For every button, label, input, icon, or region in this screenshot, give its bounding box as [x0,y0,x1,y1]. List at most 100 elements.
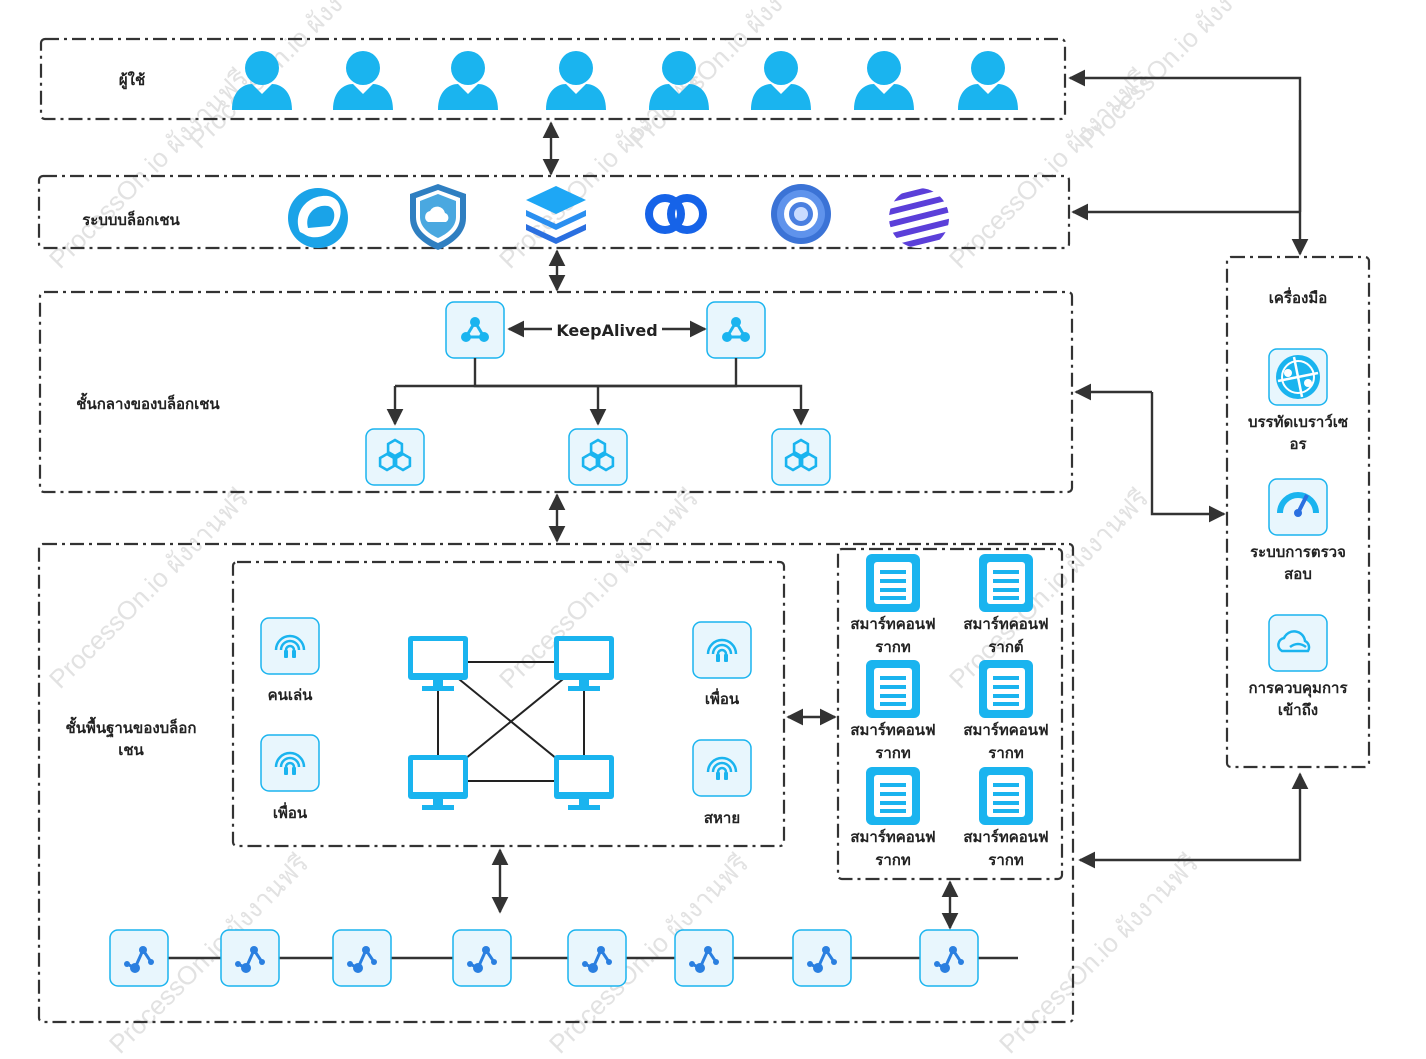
user-icon [232,51,292,110]
contract-label: รากท [875,851,911,869]
document-icon [979,554,1033,612]
contract-label: รากท [988,744,1024,762]
document-icon [979,660,1033,718]
tools-title: เครื่องมือ [1269,287,1327,307]
smart-contract-frame [836,547,1064,881]
chain-node-icon [919,929,979,987]
tree-branch-right [395,384,810,426]
tool-label: สอบ [1284,565,1312,583]
blockchain-node-chain [109,929,1018,987]
document-icon [866,767,920,825]
contract-label: รากท [875,638,911,656]
document-icon [866,660,920,718]
striped-globe-icon [889,188,949,248]
lb-tree-line [473,358,738,388]
load-balancer-nodes [445,301,766,359]
user-icon [333,51,393,110]
user-icon [958,51,1018,110]
watermark-text: ProcessOn.io ผังงานฟรี [43,483,254,694]
user-icon [751,51,811,110]
blockchain-layer-frame [37,174,1071,250]
contract-label: สมาร์ทคอนฟ [850,615,935,633]
users-row [232,51,1018,110]
player-label: เพื่อน [705,688,740,708]
document-icon [979,767,1033,825]
user-icon [438,51,498,110]
shield-cloud-icon [410,184,466,250]
tools-to-contracts-arrow [1078,772,1309,869]
keepalived-label: KeepAlived [556,321,657,340]
contract-label: สมาร์ทคอนฟ [963,828,1048,846]
computer-icon [408,755,468,810]
contract-label: สมาร์ทคอนฟ [963,721,1048,739]
service-nodes [365,428,831,486]
contract-label: สมาร์ทคอนฟ [963,615,1048,633]
tool-label: อร [1289,435,1307,453]
chain-node-icon [792,929,852,987]
tools-frame [1225,255,1371,769]
p2p-network-frame [231,560,786,848]
watermark-text: ProcessOn.io ผังงานฟรี [943,483,1154,694]
cloud-icon [1268,614,1328,672]
computer-icon [554,636,614,691]
middleware-layer-label: ชั้นกลางของบล็อกเชน [76,392,220,413]
middleware-layer-frame [38,290,1074,494]
chain-node-icon [220,929,280,987]
speedometer-icon [1268,478,1328,536]
player-label: เพื่อน [273,802,308,822]
computer-icon [554,755,614,810]
chain-node-icon [452,929,512,987]
player-label: คนเล่น [268,686,314,704]
headset-signal-icon [692,621,752,679]
contract-label: รากต์ [988,638,1023,656]
globe-network-icon [1268,348,1328,406]
linked-rings-icon [645,194,707,234]
chain-node-icon [109,929,169,987]
contract-label: สมาร์ทคอนฟ [850,721,935,739]
tool-label: บรรทัดเบราว์เซ [1248,413,1348,431]
user-icon [649,51,709,110]
watermark-layer: ProcessOn.io ผังงานฟรี ProcessOn.io ผังงา… [43,0,1284,1059]
smart-contract-grid: สมาร์ทคอนฟรากทสมาร์ทคอนฟรากต์สมาร์ทคอนฟร… [850,554,1049,869]
contract-label: สมาร์ทคอนฟ [850,828,935,846]
chain-node-icon [674,929,734,987]
player-label: สหาย [704,809,740,827]
blockchain-layer-label: ระบบบล็อกเชน [82,210,180,229]
headset-signal-icon [692,739,752,797]
user-icon [546,51,606,110]
watermark-text: ProcessOn.io ผังงานฟรี [623,0,834,154]
contract-label: รากท [875,744,911,762]
share-network-icon [706,301,766,359]
hexagon-cluster-icon [365,428,425,486]
tool-label: ระบบการตรวจ [1250,543,1346,561]
hexagon-cluster-icon [771,428,831,486]
headset-signal-icon [260,617,320,675]
watermark-text: ProcessOn.io ผังงานฟรี [993,848,1204,1059]
users-layer-frame [39,37,1067,121]
users-layer-label: ผู้ใช้ [119,71,145,90]
swirl-logo-icon [288,188,348,248]
tool-label: การควบคุมการ [1248,679,1348,698]
tools-to-middleware-arrow [1150,392,1226,523]
base-layer-label-line2: เชน [118,741,144,759]
base-layer-label: ชั้นพื้นฐานของบล็อก [66,716,197,738]
share-network-icon [445,301,505,359]
contract-label: รากท [988,851,1024,869]
chain-node-icon [567,929,627,987]
connectors [386,69,1309,930]
chain-node-icon [332,929,392,987]
concentric-circle-icon [771,184,831,244]
tool-label: เข้าถึง [1278,701,1318,719]
computer-icon [408,636,468,691]
tools-list: บรรทัดเบราว์เซอรระบบการตรวจสอบการควบคุมก… [1248,348,1348,719]
layers-stack-icon [526,186,586,244]
hexagon-cluster-icon [568,428,628,486]
headset-signal-icon [260,734,320,792]
blockchain-logos [288,184,949,250]
user-icon [854,51,914,110]
base-layer-frame [37,542,1075,1024]
computer-network [408,636,614,810]
document-icon [866,554,920,612]
